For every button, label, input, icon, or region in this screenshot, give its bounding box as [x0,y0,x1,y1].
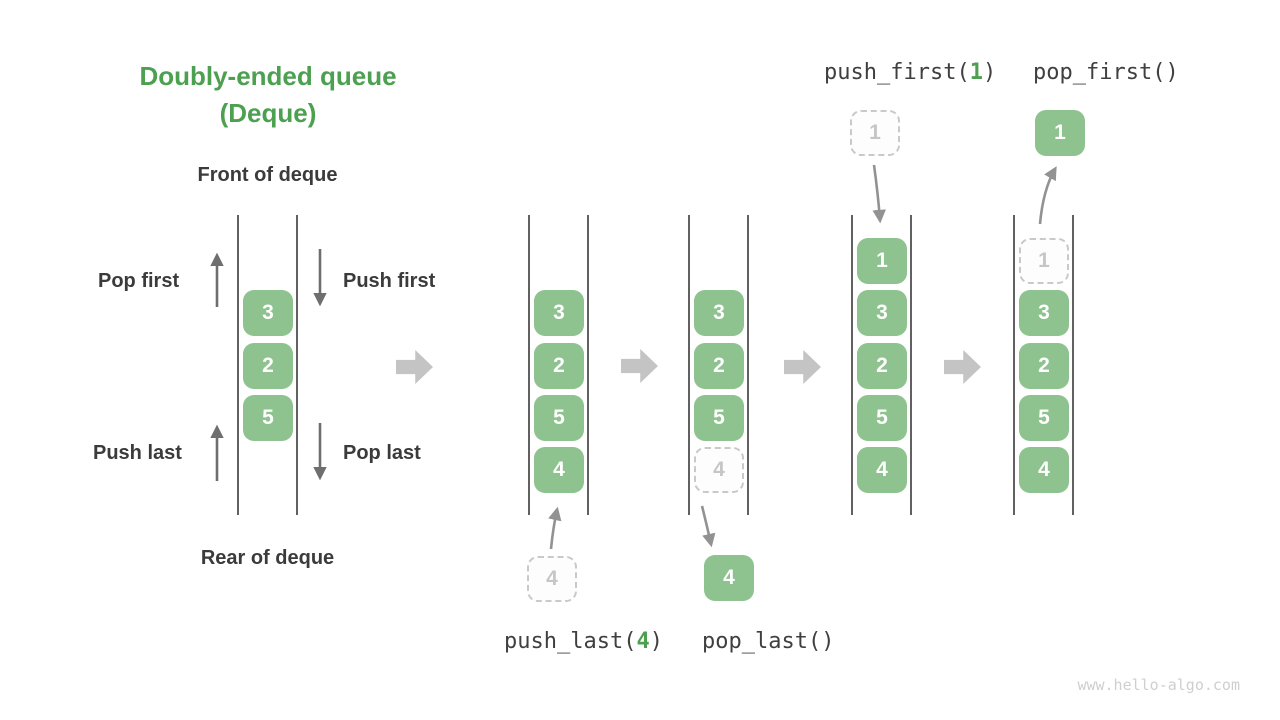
code-text: push_last( [504,629,637,654]
deque-cell: 2 [243,343,293,389]
deque-cell: 3 [534,290,584,336]
deque-cell-ghost: 4 [694,447,744,493]
step-arrow-icon [621,349,658,383]
deque-cell: 5 [857,395,907,441]
pop-first-label: Pop first [98,270,180,292]
page-title: Doubly-ended queue (Deque) [118,58,418,132]
deque-container-after-push-last: 3 2 5 4 [528,215,589,515]
title-line1: Doubly-ended queue [139,61,397,91]
deque-cell: 4 [1019,447,1069,493]
push-last-code-label: push_last(4) [504,629,663,654]
deque-cell: 5 [1019,395,1069,441]
deque-cell: 5 [694,395,744,441]
step-arrow-icon [396,350,433,384]
step-arrow-icon [944,350,981,384]
deque-cell: 3 [857,290,907,336]
rear-of-deque-label: Rear of deque [200,547,335,569]
push-first-connector-arrow-icon [872,164,886,224]
deque-cell: 1 [857,238,907,284]
deque-cell: 5 [243,395,293,441]
code-text: push_first( [824,60,970,85]
popped-value-cell-pop-first: 1 [1035,110,1085,156]
pop-first-code-label: pop_first() [1033,60,1179,85]
deque-cell: 3 [243,290,293,336]
deque-container-after-push-first: 1 3 2 5 4 [851,215,912,515]
push-last-connector-arrow-icon [548,506,562,550]
deque-container-during-pop-first: 1 3 2 5 4 [1013,215,1074,515]
code-arg: 4 [636,629,650,654]
deque-cell: 2 [1019,343,1069,389]
watermark: www.hello-algo.com [1077,676,1240,694]
code-text: ) [649,629,663,654]
deque-cell: 2 [534,343,584,389]
push-first-code-label: push_first(1) [824,60,996,85]
deque-cell: 4 [857,447,907,493]
deque-cell: 2 [857,343,907,389]
popped-value-cell-pop-last: 4 [704,555,754,601]
deque-cell: 5 [534,395,584,441]
pop-last-label: Pop last [343,442,421,464]
deque-cell: 4 [534,447,584,493]
code-arg: 1 [969,60,983,85]
pop-last-code-label: pop_last() [702,629,835,654]
deque-container-during-pop-last: 3 2 5 4 [688,215,749,515]
deque-cell: 2 [694,343,744,389]
front-of-deque-label: Front of deque [197,164,338,186]
title-line2: (Deque) [219,98,317,128]
deque-cell: 3 [1019,290,1069,336]
deque-cell: 3 [694,290,744,336]
incoming-value-cell-push-first: 1 [850,110,900,156]
deque-cell-ghost: 1 [1019,238,1069,284]
incoming-value-cell-push-last: 4 [527,556,577,602]
deque-container-initial: 3 2 5 [237,215,298,515]
step-arrow-icon [784,350,821,384]
push-first-label: Push first [343,270,436,292]
push-last-label: Push last [93,442,182,464]
code-text: ) [982,60,997,85]
